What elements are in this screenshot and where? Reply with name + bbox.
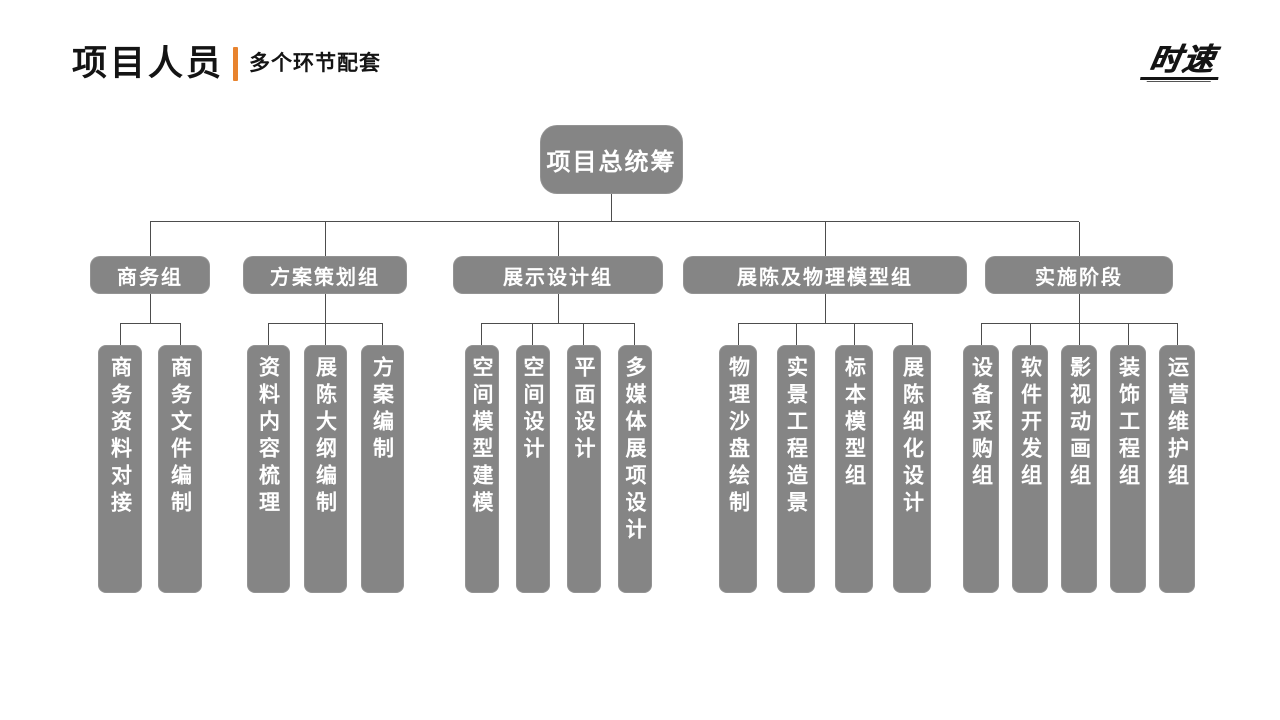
org-leaf-cell: 商务资料对接 [90, 323, 150, 593]
org-leaf-label: 软件开发组 [1018, 356, 1042, 491]
org-leaf-cell: 软件开发组 [1005, 323, 1055, 593]
connector-group-drop [825, 222, 826, 256]
org-group-node: 展陈及物理模型组 [683, 256, 967, 294]
brand-logo-underline [1140, 77, 1219, 80]
org-leaf-label: 多媒体展项设计 [623, 356, 646, 545]
org-leaf-cell: 平面设计 [558, 323, 609, 593]
org-leaf-label: 运营维护组 [1165, 356, 1189, 491]
org-leaf-node: 影视动画组 [1061, 323, 1097, 593]
org-leaf-cell: 设备采购组 [957, 323, 1006, 593]
org-group-node: 实施阶段 [985, 256, 1173, 294]
org-leaf-node: 方案编制 [360, 323, 404, 593]
org-leaf-label: 方案编制 [370, 356, 394, 464]
connector-group-drop [558, 222, 559, 256]
org-leaf-label: 空间设计 [521, 356, 544, 464]
org-leaf-node: 多媒体展项设计 [617, 323, 652, 593]
org-group-node: 商务组 [90, 256, 210, 294]
brand-logo: 时速 [1131, 42, 1234, 82]
org-leaf-node: 运营维护组 [1159, 323, 1195, 593]
org-leaf-cell: 方案编制 [353, 323, 411, 593]
connector-parent-stub [324, 294, 326, 323]
org-leaf-label: 实景工程造景 [784, 356, 808, 518]
connector-top-horizontal [150, 221, 1079, 222]
connector-parent-stub [824, 294, 826, 323]
org-group-children: 物理沙盘绘制 实景工程造景 标本模型组 展陈细化设计 [709, 323, 941, 593]
org-leaf-node: 展陈大纲编制 [303, 323, 347, 593]
brand-logo-text: 时速 [1146, 42, 1219, 77]
org-leaf-node: 实景工程造景 [777, 323, 815, 593]
connector-parent-stub [1078, 294, 1080, 323]
org-group-node: 展示设计组 [453, 256, 663, 294]
org-leaf-label: 平面设计 [572, 356, 595, 464]
connector-parent-stub [557, 294, 559, 323]
org-leaf-label: 资料内容梳理 [256, 356, 280, 518]
org-leaf-cell: 影视动画组 [1054, 323, 1104, 593]
org-leaf-node: 展陈细化设计 [893, 323, 931, 593]
connector-group-drop [150, 222, 151, 256]
org-root-node: 项目总统筹 [540, 125, 683, 194]
org-group-children: 资料内容梳理 展陈大纲编制 方案编制 [240, 323, 411, 593]
org-leaf-cell: 装饰工程组 [1103, 323, 1153, 593]
org-leaf-node: 空间设计 [515, 323, 550, 593]
org-leaf-label: 物理沙盘绘制 [726, 356, 750, 518]
org-leaf-label: 商务资料对接 [108, 356, 132, 518]
org-group: 实施阶段设备采购组 软件开发组 影视动画组 装饰工程组 运营维护组 [957, 256, 1202, 593]
org-leaf-node: 标本模型组 [835, 323, 873, 593]
org-leaf-label: 设备采购组 [969, 356, 993, 491]
org-leaf-label: 空间模型建模 [470, 356, 493, 518]
org-group-children: 空间模型建模 空间设计 平面设计 多媒体展项设计 [456, 323, 660, 593]
org-leaf-cell: 商务文件编制 [150, 323, 210, 593]
org-group: 方案策划组资料内容梳理 展陈大纲编制 方案编制 [240, 256, 411, 593]
header: 项目人员 多个环节配套 [72, 46, 381, 81]
org-leaf-cell: 展陈大纲编制 [296, 323, 354, 593]
org-leaf-cell: 资料内容梳理 [240, 323, 297, 593]
org-leaf-node: 商务文件编制 [158, 323, 202, 593]
org-group: 展陈及物理模型组物理沙盘绘制 实景工程造景 标本模型组 展陈细化设计 [683, 256, 967, 593]
org-leaf-cell: 标本模型组 [825, 323, 883, 593]
org-leaf-label: 装饰工程组 [1116, 356, 1140, 491]
org-leaf-node: 软件开发组 [1012, 323, 1048, 593]
org-leaf-cell: 物理沙盘绘制 [709, 323, 767, 593]
org-leaf-node: 商务资料对接 [98, 323, 142, 593]
org-leaf-cell: 多媒体展项设计 [609, 323, 660, 593]
org-leaf-cell: 空间模型建模 [456, 323, 507, 593]
org-leaf-label: 展陈细化设计 [900, 356, 924, 518]
connector-parent-stub [149, 294, 151, 323]
page-title: 项目人员 [72, 44, 225, 83]
connector-group-drop [1079, 222, 1080, 256]
connector-group-drop [325, 222, 326, 256]
org-leaf-label: 展陈大纲编制 [313, 356, 337, 518]
org-group-children: 设备采购组 软件开发组 影视动画组 装饰工程组 运营维护组 [957, 323, 1202, 593]
org-leaf-cell: 空间设计 [507, 323, 558, 593]
org-leaf-cell: 实景工程造景 [767, 323, 825, 593]
org-leaf-node: 平面设计 [566, 323, 601, 593]
org-leaf-node: 物理沙盘绘制 [719, 323, 757, 593]
org-leaf-node: 资料内容梳理 [246, 323, 290, 593]
org-group-node: 方案策划组 [243, 256, 407, 294]
title-accent-bar [233, 46, 239, 81]
org-group: 展示设计组空间模型建模 空间设计 平面设计 多媒体展项设计 [453, 256, 663, 593]
org-group: 商务组商务资料对接 商务文件编制 [90, 256, 210, 593]
org-leaf-node: 空间模型建模 [464, 323, 499, 593]
brand-logo-tagline-strip [1146, 81, 1211, 82]
org-leaf-label: 商务文件编制 [168, 356, 192, 518]
page-subtitle: 多个环节配套 [249, 52, 382, 75]
org-leaf-node: 装饰工程组 [1110, 323, 1146, 593]
org-leaf-cell: 运营维护组 [1152, 323, 1202, 593]
connector-root-stub [611, 194, 612, 221]
org-leaf-label: 标本模型组 [842, 356, 866, 491]
org-leaf-label: 影视动画组 [1067, 356, 1091, 491]
org-group-children: 商务资料对接 商务文件编制 [90, 323, 210, 593]
org-leaf-node: 设备采购组 [963, 323, 999, 593]
org-leaf-cell: 展陈细化设计 [883, 323, 941, 593]
